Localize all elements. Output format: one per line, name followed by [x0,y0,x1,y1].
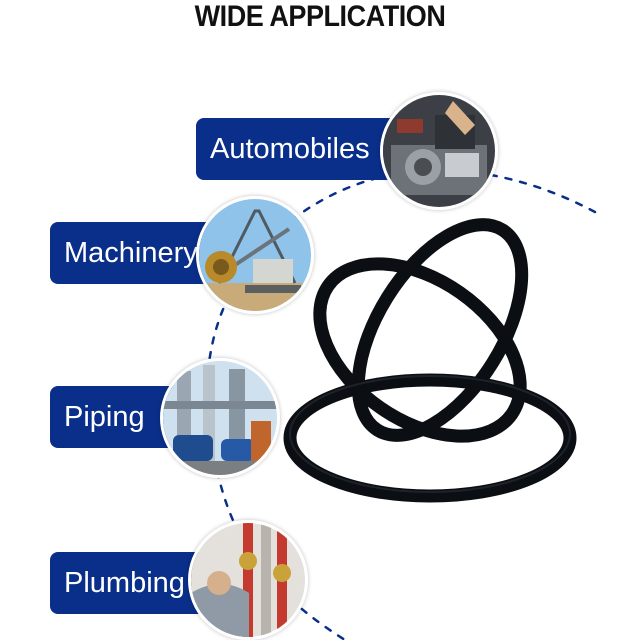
label-text: Piping [64,401,145,433]
plumber-pipes-photo [188,520,308,640]
label-text: Plumbing [64,567,185,599]
label-text: Machinery [64,237,198,269]
label-automobiles: Automobiles [196,118,416,180]
industrial-pipes-photo [160,358,280,478]
car-engine-photo [380,92,498,210]
black-o-rings-photo [283,218,577,503]
page-title: WIDE APPLICATION [194,0,446,33]
label-text: Automobiles [210,133,370,165]
